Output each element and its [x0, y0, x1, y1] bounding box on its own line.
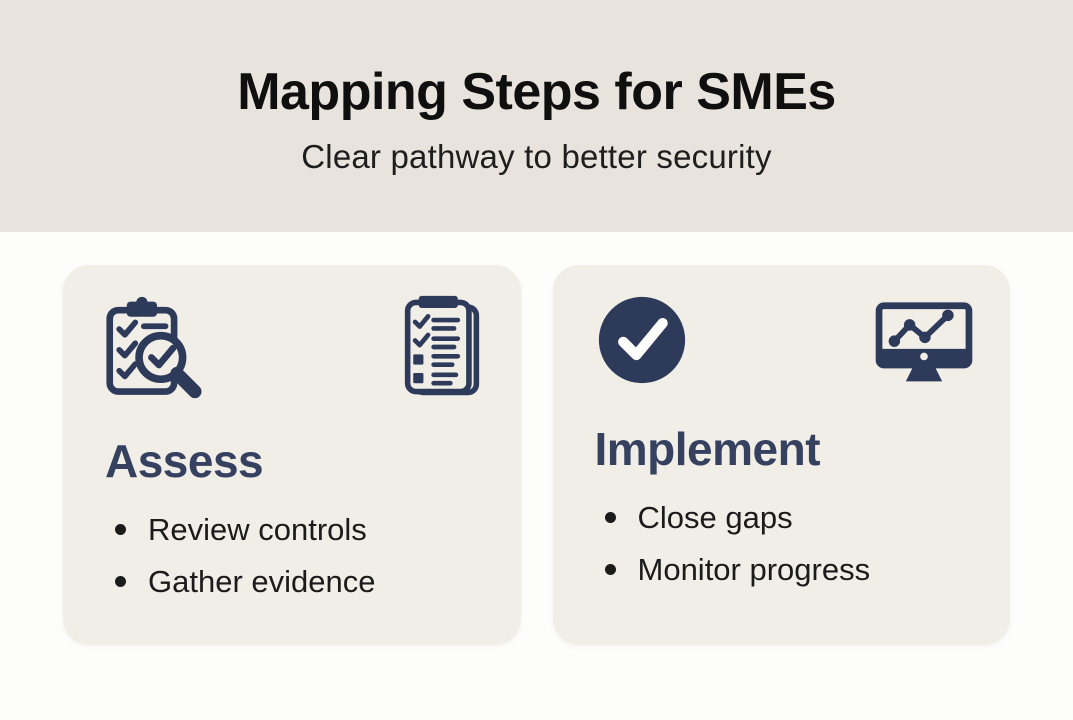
header-banner: Mapping Steps for SMEs Clear pathway to …: [0, 0, 1073, 232]
assess-card: Assess Review controls Gather evidence: [63, 265, 521, 645]
bullet-dot: [115, 576, 126, 588]
bullet-text: Monitor progress: [637, 551, 871, 587]
steps-row: Assess Review controls Gather evidence: [63, 265, 1010, 645]
bullet-text: Review controls: [148, 511, 367, 547]
implement-bullet-list: Close gaps Monitor progress: [604, 492, 979, 596]
list-item: Review controls: [115, 504, 489, 556]
monitor-chart-icon: [874, 301, 974, 389]
bullet-dot: [604, 564, 616, 576]
assess-heading: Assess: [105, 435, 264, 487]
infographic-page: Mapping Steps for SMEs Clear pathway to …: [0, 0, 1073, 645]
bullet-text: Close gaps: [637, 499, 793, 535]
clipboard-magnifier-icon: [99, 295, 217, 401]
check-circle-icon: [597, 295, 687, 385]
page-subtitle: Clear pathway to better security: [301, 138, 772, 175]
list-item: Close gaps: [604, 492, 979, 544]
bullet-dot: [115, 524, 126, 536]
implement-icon-row: [585, 295, 979, 389]
list-item: Gather evidence: [115, 556, 489, 608]
assess-icon-row: [95, 295, 489, 401]
checklist-clipboard-icon: [399, 295, 485, 399]
list-item: Monitor progress: [604, 544, 979, 596]
page-title: Mapping Steps for SMEs: [237, 63, 836, 121]
bullet-text: Gather evidence: [148, 563, 376, 599]
bullet-dot: [604, 512, 616, 524]
implement-heading: Implement: [594, 423, 821, 475]
assess-bullet-list: Review controls Gather evidence: [115, 504, 489, 608]
implement-card: Implement Close gaps Monitor progress: [552, 265, 1010, 645]
